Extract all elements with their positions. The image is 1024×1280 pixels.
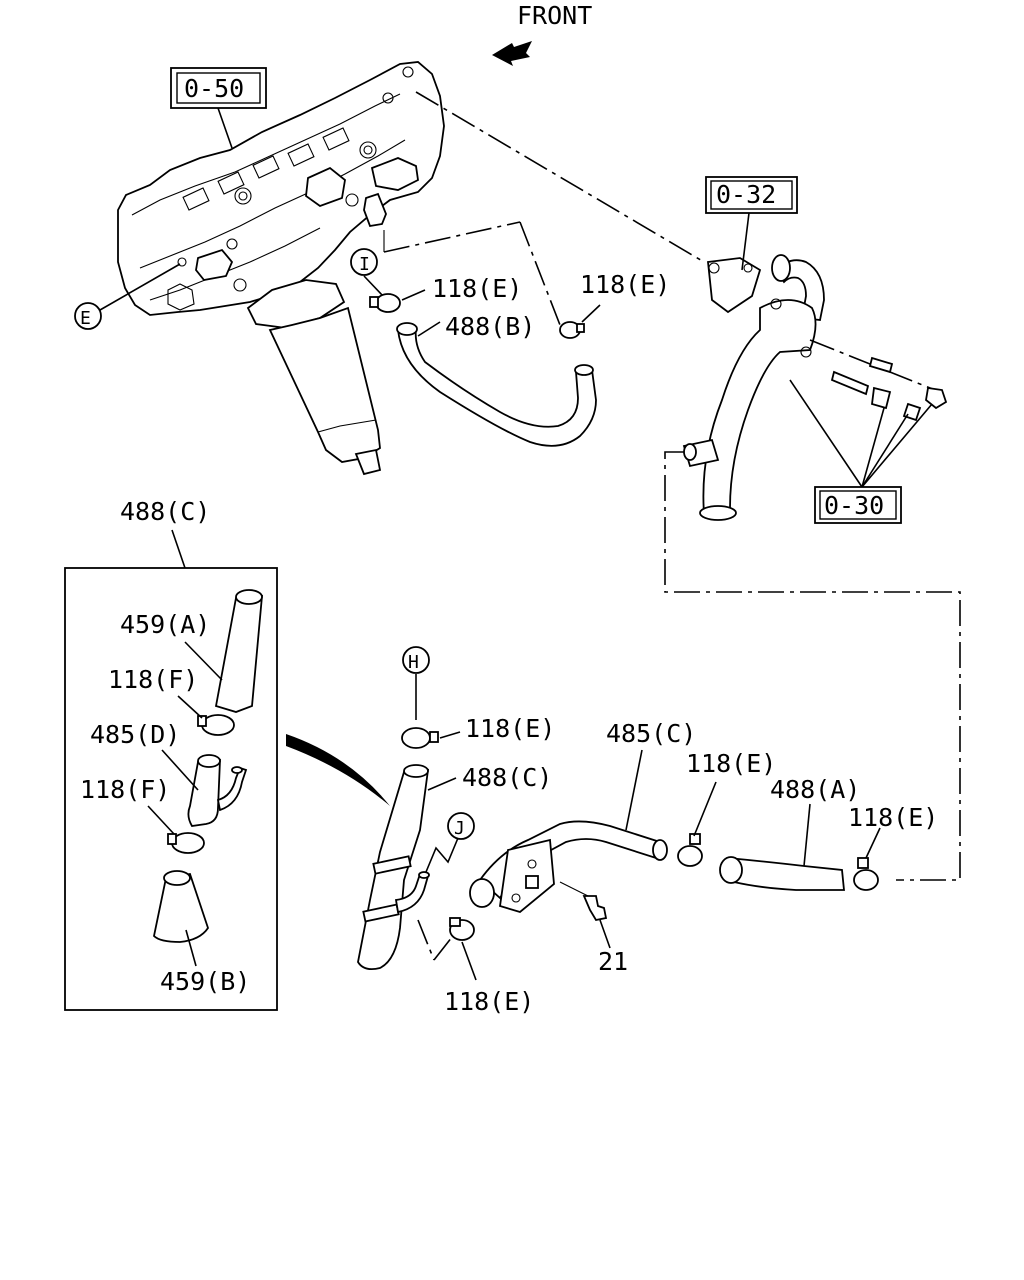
label-118e-top-left: 118(E) bbox=[432, 274, 522, 303]
label-488a: 488(A) bbox=[770, 775, 860, 804]
label-118e-h: 118(E) bbox=[465, 714, 555, 743]
label-485d: 485(D) bbox=[90, 720, 180, 749]
label-118e-top-right: 118(E) bbox=[580, 270, 670, 299]
ref-box-0-30: 0-30 bbox=[789, 379, 933, 524]
hose-488b-group: I 118(E) 488(B) 118(E) bbox=[350, 221, 670, 447]
oil-filter bbox=[246, 279, 382, 476]
ref-box-0-50: 0-50 bbox=[170, 67, 267, 149]
water-outlet-pipe bbox=[682, 254, 948, 521]
cylinder-head-assembly bbox=[117, 61, 445, 316]
hose-488c-installed: H 118(E) 488(C) J bbox=[357, 646, 555, 971]
label-488b: 488(B) bbox=[445, 312, 535, 341]
front-arrow-icon bbox=[492, 41, 532, 66]
ref-box-0-32: 0-32 bbox=[705, 176, 798, 271]
label-488c-mid: 488(C) bbox=[462, 763, 552, 792]
label-459a: 459(A) bbox=[120, 610, 210, 639]
label-459b: 459(B) bbox=[160, 967, 250, 996]
callout-e-letter: E bbox=[80, 308, 91, 329]
label-485c: 485(C) bbox=[606, 719, 696, 748]
label-118f-lower: 118(F) bbox=[80, 775, 170, 804]
label-118e-bottom: 118(E) bbox=[444, 987, 534, 1016]
hose-488c-breakdown: 488(C) 459(A) 118(F) 485(D) 118(F) 459(B… bbox=[64, 497, 278, 1011]
label-118f-upper: 118(F) bbox=[108, 665, 198, 694]
ref-0-30-label: 0-30 bbox=[824, 491, 884, 520]
label-488c-header: 488(C) bbox=[120, 497, 210, 526]
label-118e-right: 118(E) bbox=[848, 803, 938, 832]
hose-488a-group: 118(E) 488(A) 118(E) bbox=[677, 749, 938, 891]
label-21: 21 bbox=[598, 947, 628, 976]
callout-h-letter: H bbox=[408, 652, 419, 673]
ref-0-32-label: 0-32 bbox=[716, 180, 776, 209]
connection-line-outlet-to-hose-488a bbox=[664, 451, 961, 881]
pipe-485c: 21 485(C) 118(E) bbox=[444, 719, 696, 1016]
callout-j-letter: J bbox=[454, 818, 465, 839]
ref-0-50-label: 0-50 bbox=[184, 74, 244, 103]
callout-i-letter: I bbox=[359, 254, 370, 275]
connection-line-engine-to-outlet bbox=[415, 91, 705, 263]
callout-e: E bbox=[74, 263, 181, 330]
breakdown-pointer-arrow bbox=[286, 734, 390, 806]
label-118e-mid: 118(E) bbox=[686, 749, 776, 778]
front-label: FRONT bbox=[517, 1, 592, 30]
